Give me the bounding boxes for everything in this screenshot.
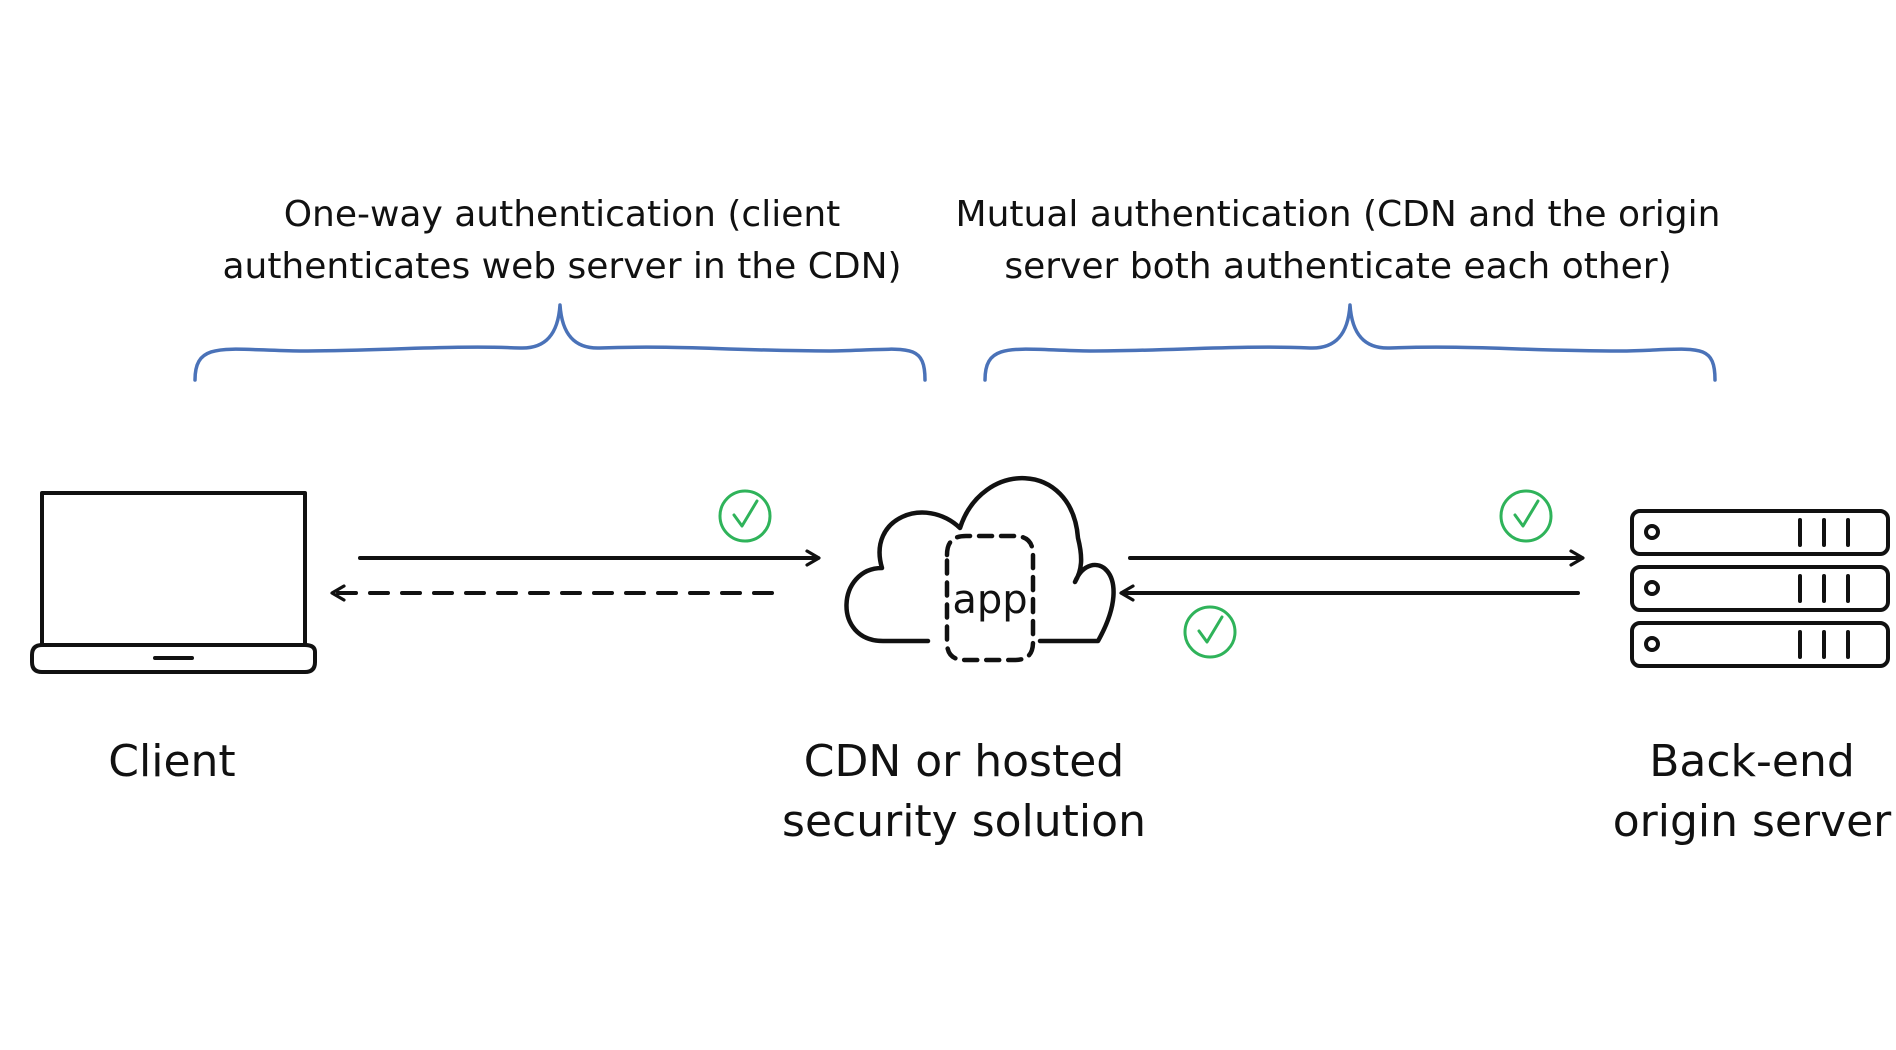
one-way-heading: One-way authentication (client authentic… <box>222 194 901 287</box>
mutual-brace <box>983 303 1717 382</box>
app-label: app <box>952 577 1027 623</box>
check-icon <box>1183 605 1237 659</box>
server-rack-icon <box>1630 509 1890 668</box>
origin-label-line2: origin server <box>1613 796 1892 847</box>
cdn-label-line1: CDN or hosted <box>804 736 1124 787</box>
check-icon <box>1499 489 1553 543</box>
cdn-label-line2: security solution <box>782 796 1146 847</box>
one-way-heading-line1: One-way authentication (client <box>284 194 841 235</box>
one-way-heading-line2: authenticates web server in the CDN) <box>222 246 901 287</box>
client-label: Client <box>108 736 235 787</box>
mutual-heading: Mutual authentication (CDN and the origi… <box>956 194 1721 287</box>
mutual-heading-line1: Mutual authentication (CDN and the origi… <box>956 194 1721 235</box>
cloud-icon: app <box>844 476 1116 663</box>
origin-label-line1: Back-end <box>1649 736 1855 787</box>
one-way-brace <box>193 303 927 382</box>
laptop-icon <box>30 491 317 674</box>
mutual-heading-line2: server both authenticate each other) <box>1004 246 1671 287</box>
check-icon <box>718 489 772 543</box>
